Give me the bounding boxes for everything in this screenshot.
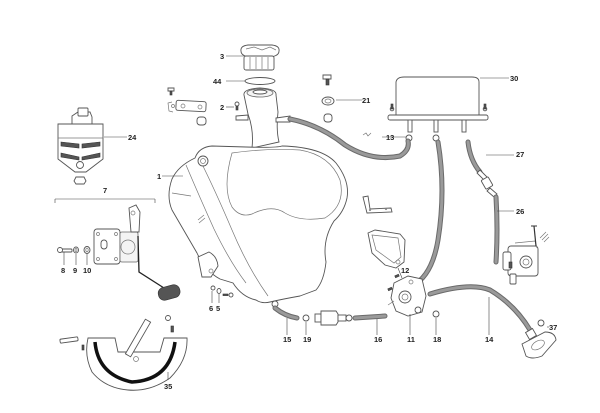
bracket-plate <box>167 87 207 126</box>
fuel-tank <box>168 87 348 308</box>
callout-11: 11 <box>407 335 415 344</box>
callout-14: 14 <box>485 335 494 344</box>
fuel-filter <box>302 310 353 326</box>
callout-35: 35 <box>164 382 172 391</box>
callout-26: 26 <box>516 207 524 216</box>
callout-19: 19 <box>303 335 311 344</box>
canister <box>387 76 489 133</box>
fuel-pump <box>387 273 427 317</box>
callout-2: 2 <box>220 103 224 112</box>
tank-mount-hardware <box>210 285 234 298</box>
cap-gasket <box>244 77 276 85</box>
screw-2 <box>234 101 240 111</box>
callout-24: 24 <box>128 133 137 142</box>
callout-5: 5 <box>216 304 220 313</box>
callout-16: 16 <box>374 335 382 344</box>
callout-37: 37 <box>549 323 557 332</box>
clamp-18 <box>432 310 440 318</box>
callout-18: 18 <box>433 335 441 344</box>
callout-10: 10 <box>83 266 91 275</box>
fuel-sender-assembly <box>54 198 181 301</box>
callout-6: 6 <box>209 304 213 313</box>
callout-1: 1 <box>157 172 161 181</box>
leader-lines <box>63 55 549 380</box>
callout-12: 12 <box>401 266 409 275</box>
callout-labels: 3 44 2 24 1 7 8 9 10 6 5 21 30 13 27 26 … <box>61 52 557 391</box>
heat-shield <box>59 315 188 391</box>
callout-21: 21 <box>362 96 370 105</box>
clamp-37 <box>537 319 545 327</box>
callout-27: 27 <box>516 150 524 159</box>
callout-30: 30 <box>510 74 518 83</box>
carburetor <box>502 225 550 285</box>
canister-pump-hose <box>409 139 445 289</box>
callout-7: 7 <box>103 186 107 195</box>
pump-gasket-plate <box>367 229 406 269</box>
pump-bracket <box>362 195 393 214</box>
callout-3: 3 <box>220 52 224 61</box>
callout-15: 15 <box>283 335 291 344</box>
callout-9: 9 <box>73 266 77 275</box>
callout-44: 44 <box>213 77 222 86</box>
grommet-set <box>321 74 372 137</box>
fuel-cap <box>240 44 280 71</box>
intake-flange <box>521 327 557 359</box>
inline-connector <box>476 169 498 198</box>
callout-8: 8 <box>61 266 65 275</box>
relay-bracket <box>57 107 104 185</box>
callout-13: 13 <box>386 133 394 142</box>
